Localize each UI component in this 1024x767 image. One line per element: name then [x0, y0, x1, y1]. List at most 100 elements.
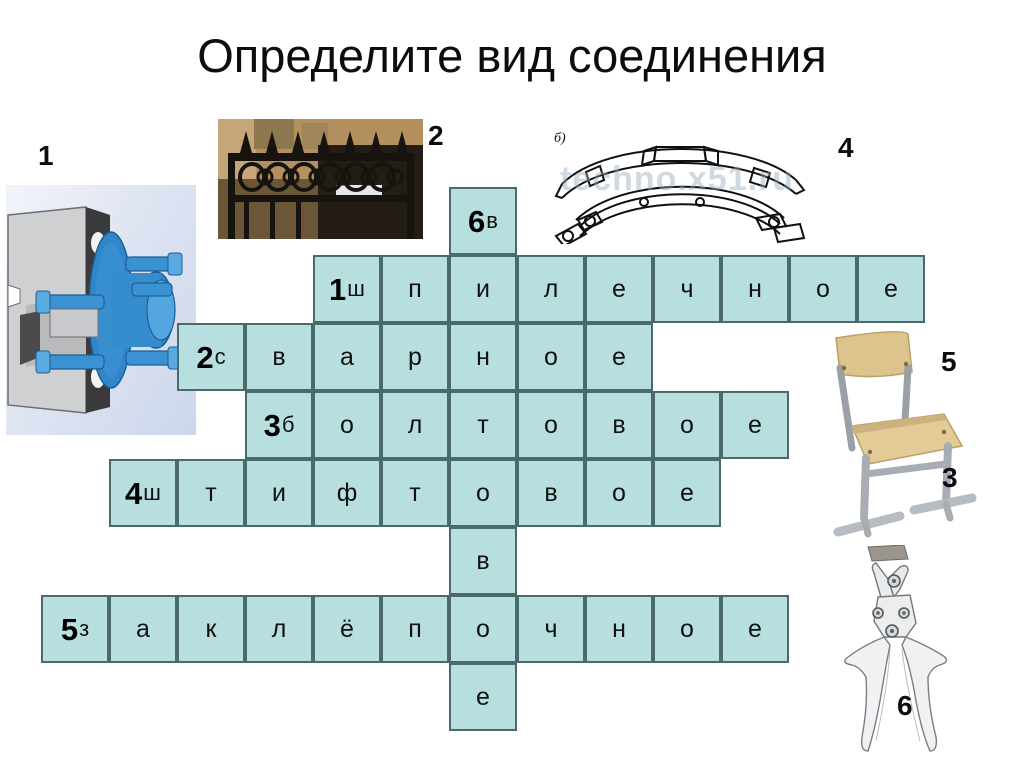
svg-text:б): б): [554, 131, 566, 146]
crossword-cell-r3-c9[interactable]: о: [653, 391, 721, 459]
crossword-cell-r1-c11[interactable]: о: [789, 255, 857, 323]
crossword-cell-r6-c1[interactable]: а: [109, 595, 177, 663]
cell-letter: ч: [544, 614, 558, 643]
figure-iron-gate: [218, 119, 423, 239]
cell-letter: т: [205, 478, 217, 507]
figure-bolted-flange: [6, 185, 196, 435]
crossword-cell-r1-c12[interactable]: е: [857, 255, 925, 323]
cell-letter: о: [544, 342, 558, 371]
cell-letter: ш: [143, 480, 161, 505]
cell-letter: о: [544, 410, 558, 439]
figure-label-5: 5: [941, 346, 957, 377]
crossword-cell-r3-c5[interactable]: л: [381, 391, 449, 459]
cell-letter: л: [543, 274, 559, 303]
clue-number: 4: [125, 475, 143, 511]
crossword-cell-r4-c9[interactable]: е: [653, 459, 721, 527]
crossword-cell-r6-c4[interactable]: ё: [313, 595, 381, 663]
cell-letter: о: [680, 614, 694, 643]
cell-letter: р: [408, 342, 422, 371]
crossword-cell-r1-c9[interactable]: ч: [653, 255, 721, 323]
cell-letter: в: [544, 478, 558, 507]
cell-letter: л: [271, 614, 287, 643]
arc-clamp-drawing: б): [554, 131, 806, 244]
iron-gate-illustration: [218, 119, 423, 239]
crossword-cell-r6-c6[interactable]: о: [449, 595, 517, 663]
cell-letter: и: [272, 478, 286, 507]
cell-letter: к: [205, 614, 217, 643]
cell-letter: о: [612, 478, 626, 507]
crossword-cell-r1-c7[interactable]: л: [517, 255, 585, 323]
cell-letter: в: [272, 342, 286, 371]
crossword-cell-r2-c6[interactable]: н: [449, 323, 517, 391]
page-title: Определите вид соединения: [197, 29, 827, 82]
crossword-cell-r6-c9[interactable]: о: [653, 595, 721, 663]
crossword-cell-r3-c6[interactable]: т: [449, 391, 517, 459]
flange-illustration: [7, 206, 183, 414]
cell-letter: е: [884, 274, 898, 303]
crossword-cell-r6-c3[interactable]: л: [245, 595, 313, 663]
crossword-cell-r2-c4[interactable]: а: [313, 323, 381, 391]
crossword-cell-r2-c3[interactable]: в: [245, 323, 313, 391]
crossword-cell-r6-c7[interactable]: ч: [517, 595, 585, 663]
crossword-cell-r1-c5[interactable]: п: [381, 255, 449, 323]
crossword-cell-r3-c8[interactable]: в: [585, 391, 653, 459]
cell-letter: о: [816, 274, 830, 303]
cell-letter: а: [340, 342, 354, 371]
figure-technical-drawing: б) techno.x51.ru: [548, 124, 810, 244]
figure-label-3: 3: [942, 462, 958, 493]
cell-letter: в: [486, 208, 498, 233]
cell-letter: ё: [340, 614, 354, 643]
cell-letter: т: [409, 478, 421, 507]
figure-label-4: 4: [838, 132, 854, 163]
crossword-cell-r2-c7[interactable]: о: [517, 323, 585, 391]
cell-letter: н: [612, 614, 626, 643]
cell-letter: о: [476, 614, 490, 643]
crossword-cell-r2-c8[interactable]: е: [585, 323, 653, 391]
crossword-cell-r1-c10[interactable]: н: [721, 255, 789, 323]
crossword-cell-r3-c10[interactable]: е: [721, 391, 789, 459]
cell-letter: е: [612, 274, 626, 303]
crossword-cell-r4-c5[interactable]: т: [381, 459, 449, 527]
cell-letter: о: [680, 410, 694, 439]
crossword-cell-r4-c7[interactable]: в: [517, 459, 585, 527]
cell-letter: е: [680, 478, 694, 507]
cell-letter: о: [340, 410, 354, 439]
riveted-pliers-illustration: [844, 544, 948, 752]
cell-letter: в: [476, 546, 490, 575]
clue-number: 2: [196, 339, 214, 375]
crossword-cell-r6-c8[interactable]: н: [585, 595, 653, 663]
crossword-cell-r3-c7[interactable]: о: [517, 391, 585, 459]
crossword-cell-r1-c8[interactable]: е: [585, 255, 653, 323]
cell-letter: о: [476, 478, 490, 507]
cell-letter: с: [214, 344, 226, 369]
crossword-cell-r4-c3[interactable]: и: [245, 459, 313, 527]
crossword-cell-r4-c2[interactable]: т: [177, 459, 245, 527]
cell-letter: ф: [336, 478, 358, 507]
crossword-cell-r6-c10[interactable]: е: [721, 595, 789, 663]
crossword-cell-r4-c8[interactable]: о: [585, 459, 653, 527]
cell-letter: з: [79, 616, 90, 641]
crossword-cell-r1-c6[interactable]: и: [449, 255, 517, 323]
cell-letter: л: [407, 410, 423, 439]
crossword-cell-r7-c6[interactable]: е: [449, 663, 517, 731]
cell-letter: е: [612, 342, 626, 371]
cell-letter: и: [476, 274, 490, 303]
crossword-cell-r6-c2[interactable]: к: [177, 595, 245, 663]
figure-label-6: 6: [897, 690, 913, 721]
crossword-cell-r5-c6[interactable]: в: [449, 527, 517, 595]
crossword-cell-r2-c5[interactable]: р: [381, 323, 449, 391]
figure-label-2: 2: [428, 120, 444, 151]
crossword-cell-r4-c4[interactable]: ф: [313, 459, 381, 527]
crossword-cell-r6-c5[interactable]: п: [381, 595, 449, 663]
cell-letter: н: [476, 342, 490, 371]
crossword-cell-r3-c4[interactable]: о: [313, 391, 381, 459]
cell-letter: п: [408, 614, 422, 643]
crossword-cell-r4-c6[interactable]: о: [449, 459, 517, 527]
